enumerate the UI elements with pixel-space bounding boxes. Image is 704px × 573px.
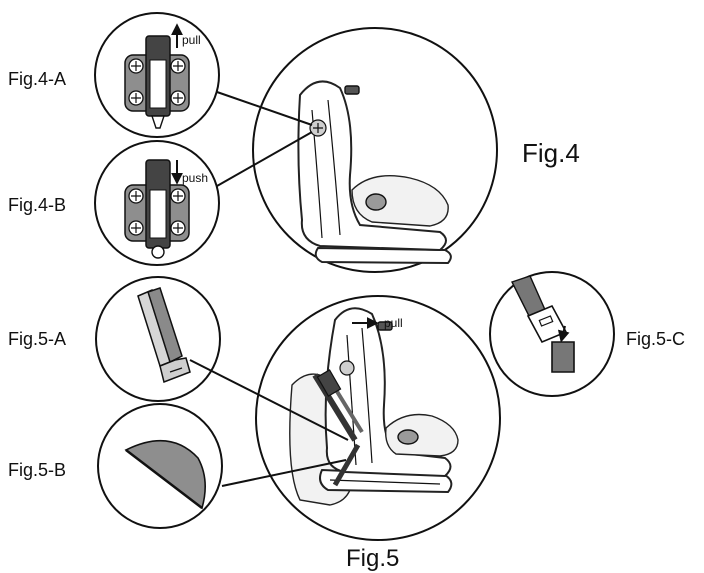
fig5-group: pull — [95, 271, 615, 541]
fig4b-push-text: push — [182, 171, 208, 185]
fig4b-leader-line — [216, 131, 313, 187]
fig4a-adjuster — [124, 35, 190, 129]
fig5-label: Fig.5 — [346, 545, 399, 572]
fig4b-label: Fig.4-B — [8, 195, 66, 215]
fig5-pull-text: pull — [384, 316, 403, 330]
fig4-car-seat — [297, 80, 452, 265]
fig4a-label: Fig.4-A — [8, 69, 66, 89]
fig5a-label: Fig.5-A — [8, 329, 66, 349]
fig4b-adjuster — [124, 159, 190, 259]
fig5a-leader-line — [189, 359, 349, 441]
fig4-label: Fig.4 — [522, 138, 580, 168]
fig5b-label: Fig.5-B — [8, 460, 66, 480]
fig5a-connector — [137, 287, 191, 384]
fig5-car-seat — [289, 307, 459, 506]
screw-icon — [339, 360, 355, 376]
fig5b-wedge — [124, 439, 206, 510]
fig4a-pull-text: pull — [182, 33, 201, 47]
fig4a-leader-line — [216, 91, 313, 126]
fig5c-label: Fig.5-C — [626, 329, 685, 349]
fig4-group: pull push — [94, 12, 498, 273]
fig5b-leader-line — [221, 459, 347, 487]
